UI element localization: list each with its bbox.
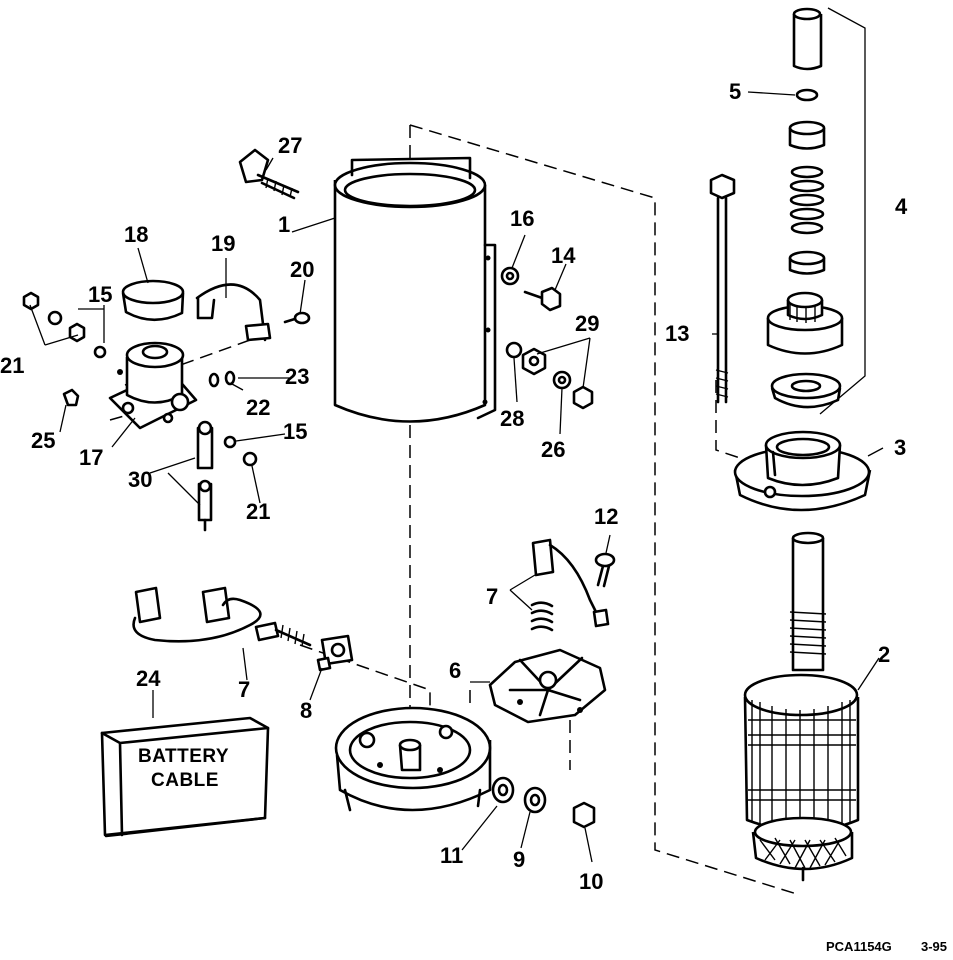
callout-30: 30 — [128, 467, 152, 492]
callout-8: 8 — [300, 698, 312, 723]
part-brush-holder — [488, 648, 607, 724]
callout-26: 26 — [541, 437, 565, 462]
callout-4: 4 — [895, 194, 908, 219]
callout-7-upper: 7 — [486, 584, 498, 609]
callout-29: 29 — [575, 311, 599, 336]
part-8 — [316, 634, 354, 672]
callout-15-lower: 15 — [283, 419, 307, 444]
callout-27: 27 — [278, 133, 302, 158]
callout-24: 24 — [136, 666, 161, 691]
callout-21-upper: 21 — [0, 353, 24, 378]
footer-part-code: PCA1154G — [826, 939, 892, 954]
battery-cable-label-line-1: BATTERY — [138, 746, 229, 767]
battery-cable-label-line-2: CABLE — [151, 770, 219, 791]
callout-1: 1 — [278, 212, 290, 237]
callout-14: 14 — [551, 243, 576, 268]
callout-13: 13 — [665, 321, 689, 346]
part-drive-assembly — [766, 7, 866, 415]
battery-cable-box — [100, 716, 270, 838]
part-through-bolt — [709, 173, 736, 404]
callout-7-lower: 7 — [238, 677, 250, 702]
callout-labels: 1 2 3 4 5 6 7 7 8 9 10 11 12 13 14 15 15… — [0, 79, 908, 894]
callout-19: 19 — [211, 231, 235, 256]
callout-21-lower: 21 — [246, 499, 270, 524]
part-30-terminals — [196, 420, 214, 532]
callout-22: 22 — [246, 395, 270, 420]
callout-3: 3 — [894, 435, 906, 460]
callout-15-upper: 15 — [88, 282, 112, 307]
part-19 — [195, 283, 272, 342]
callout-5: 5 — [729, 79, 741, 104]
part-armature — [743, 531, 860, 882]
callout-20: 20 — [290, 257, 314, 282]
part-solenoid — [108, 341, 198, 430]
callout-9: 9 — [513, 847, 525, 872]
callout-2: 2 — [878, 642, 890, 667]
part-12 — [594, 552, 616, 588]
callout-18: 18 — [124, 222, 148, 247]
callout-16: 16 — [510, 206, 534, 231]
callout-11: 11 — [440, 843, 463, 868]
part-7-brushes-lower — [132, 586, 312, 647]
part-frame-housing — [333, 156, 497, 423]
part-7-brush-upper — [530, 538, 610, 632]
callout-6: 6 — [449, 658, 461, 683]
end-cap-fasteners — [491, 776, 596, 829]
callout-25: 25 — [31, 428, 55, 453]
footer-date-code: 3-95 — [921, 939, 947, 954]
callout-17: 17 — [79, 445, 103, 470]
part-18 — [121, 279, 185, 322]
callout-28: 28 — [500, 406, 524, 431]
callout-12: 12 — [594, 504, 618, 529]
left-fastener-cluster — [22, 291, 258, 467]
callout-23: 23 — [285, 364, 309, 389]
leader-lines — [29, 91, 884, 863]
callout-10: 10 — [579, 869, 603, 894]
part-bolt-27 — [238, 148, 300, 200]
part-drive-end-cap — [733, 430, 872, 512]
part-20 — [283, 311, 311, 325]
part-commutator-end-cap — [334, 706, 492, 812]
